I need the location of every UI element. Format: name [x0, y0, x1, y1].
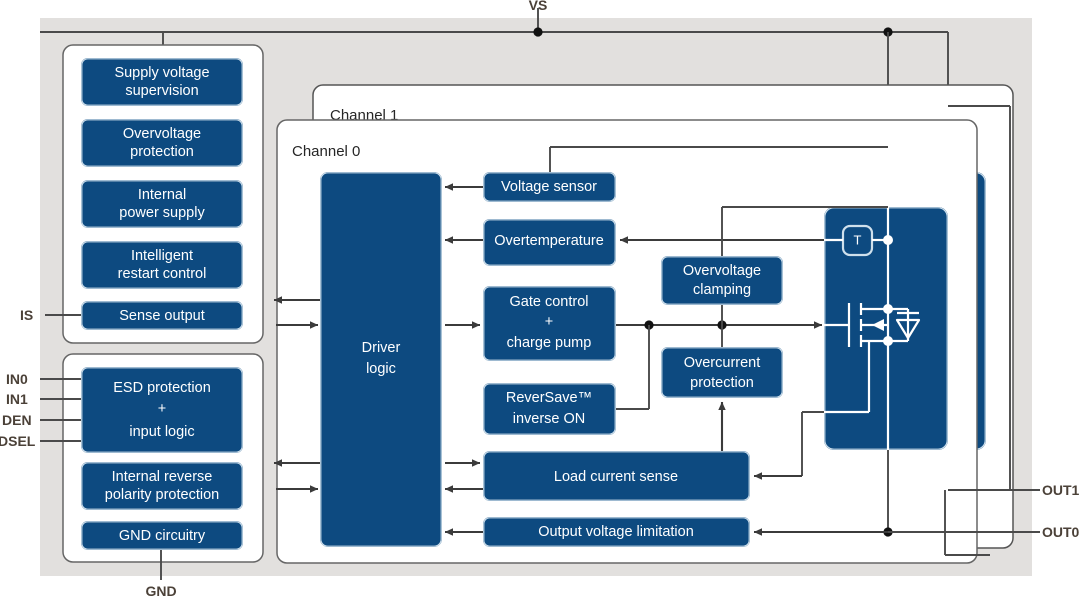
block-label: Intelligent: [131, 248, 193, 264]
block-gate-control-charge-pump[interactable]: Gate control + charge pump: [483, 286, 616, 361]
block-label: Overvoltage: [683, 263, 761, 279]
pin-label-dsel: DSEL: [0, 433, 36, 449]
block-label: Overcurrent: [684, 355, 761, 371]
block-label: Load current sense: [554, 469, 678, 485]
block-label: ReverSave™: [506, 390, 592, 406]
block-label: GND circuitry: [119, 528, 206, 544]
block-esd-protection-input-logic[interactable]: ESD protection + input logic: [81, 367, 243, 453]
block-label: restart control: [118, 266, 207, 282]
pin-label-out0: OUT0: [1042, 524, 1080, 540]
block-label: clamping: [693, 282, 751, 298]
block-label: protection: [690, 375, 754, 391]
pin-label-den: DEN: [2, 412, 32, 428]
block-gnd-circuitry[interactable]: GND circuitry: [81, 521, 243, 550]
block-label: +: [545, 314, 553, 330]
block-overtemperature[interactable]: Overtemperature: [483, 219, 616, 266]
block-label: Overvoltage: [123, 126, 201, 142]
block-label: Sense output: [119, 308, 204, 324]
block-overvoltage-protection[interactable]: Overvoltage protection: [81, 119, 243, 167]
block-label: +: [158, 401, 166, 417]
block-load-current-sense[interactable]: Load current sense: [483, 451, 750, 501]
block-intelligent-restart-control[interactable]: Intelligent restart control: [81, 241, 243, 289]
block-label: logic: [366, 361, 396, 377]
block-label: protection: [130, 144, 194, 160]
block-label: charge pump: [507, 335, 592, 351]
pin-label-is: IS: [20, 307, 33, 323]
block-label: Voltage sensor: [501, 179, 597, 195]
block-label: Supply voltage: [114, 65, 209, 81]
driver-to-left-wires: [273, 296, 320, 493]
block-label: power supply: [119, 205, 205, 221]
pin-label-gnd: GND: [145, 583, 176, 598]
power-stage-internal-net: [824, 207, 921, 450]
block-overvoltage-clamping[interactable]: Overvoltage clamping: [661, 256, 783, 305]
block-label: polarity protection: [105, 487, 219, 503]
block-label: Internal: [138, 187, 186, 203]
block-driver-logic[interactable]: Driver logic: [320, 172, 442, 547]
block-output-voltage-limitation[interactable]: Output voltage limitation: [483, 517, 750, 547]
channel0-label: Channel 0: [292, 143, 360, 160]
pin-label-in0: IN0: [6, 371, 28, 387]
block-label: inverse ON: [513, 411, 586, 427]
block-power-stage[interactable]: T: [824, 207, 948, 450]
block-label: Gate control: [510, 294, 589, 310]
block-label: Output voltage limitation: [538, 524, 694, 540]
pin-label-in1: IN1: [6, 391, 28, 407]
block-internal-reverse-polarity-protection[interactable]: Internal reverse polarity protection: [81, 462, 243, 510]
block-label: Internal reverse: [112, 469, 213, 485]
block-overcurrent-protection[interactable]: Overcurrent protection: [661, 347, 783, 398]
block-reversave-inverse-on[interactable]: ReverSave™ inverse ON: [483, 383, 616, 435]
block-label: Overtemperature: [494, 233, 604, 249]
signal-wires: [444, 105, 1040, 556]
block-internal-power-supply[interactable]: Internal power supply: [81, 180, 243, 228]
block-supply-voltage-supervision[interactable]: Supply voltage supervision: [81, 58, 243, 106]
pin-label-out1: OUT1: [1042, 482, 1080, 498]
block-label: ESD protection: [113, 380, 211, 396]
block-label: Driver: [362, 340, 401, 356]
block-label: input logic: [129, 424, 194, 440]
block-voltage-sensor[interactable]: Voltage sensor: [483, 172, 616, 202]
block-label: supervision: [125, 83, 198, 99]
pin-label-vs: VS: [529, 0, 548, 13]
temp-sensor-label: T: [854, 232, 862, 247]
block-sense-output[interactable]: Sense output: [81, 301, 243, 330]
left-pin-wires: [40, 314, 162, 580]
